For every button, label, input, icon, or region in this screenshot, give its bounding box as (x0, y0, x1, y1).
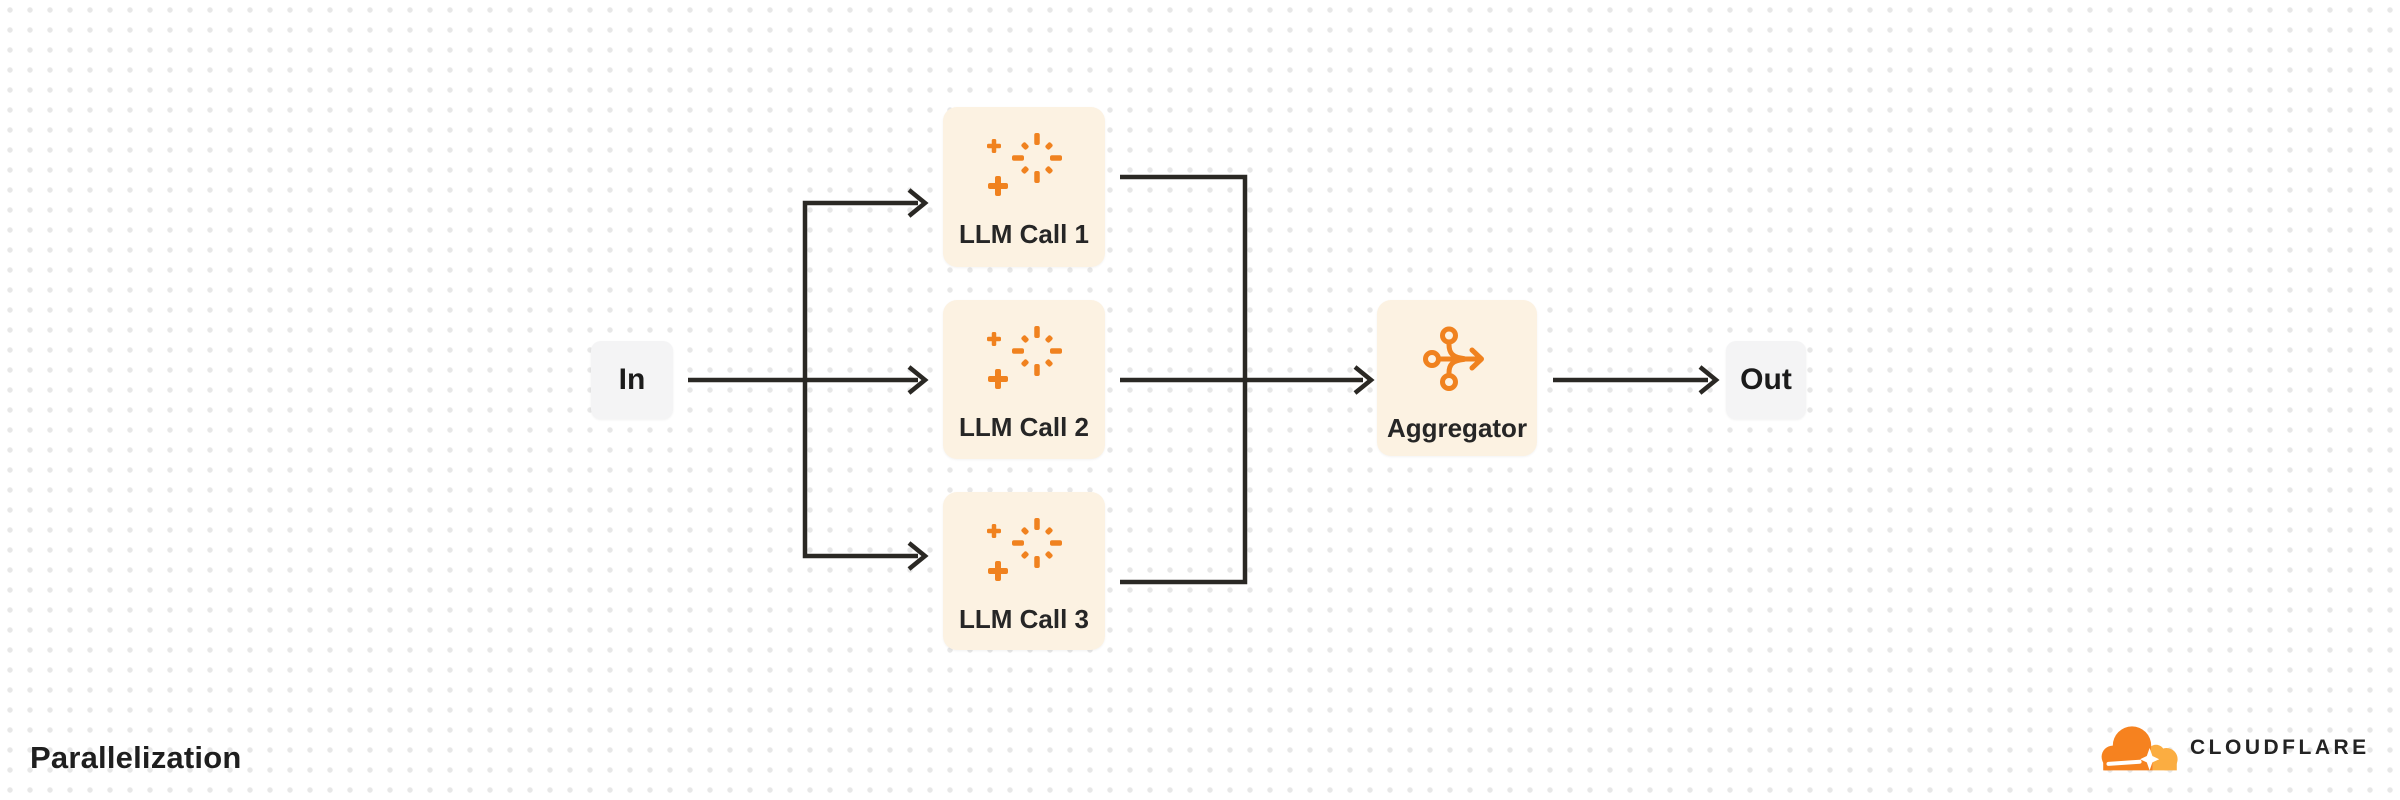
merge-arrow-icon (1423, 326, 1484, 391)
edge-branch-left (802, 200, 918, 559)
node-llm-call-2-label: LLM Call 2 (958, 412, 1089, 442)
arrowhead-out (1698, 365, 1720, 395)
node-in: In (591, 341, 673, 419)
node-llm-call-1-label: LLM Call 1 (958, 219, 1089, 249)
cloudflare-wordmark: CLOUDFLARE (2190, 736, 2370, 759)
node-aggregator-label: Aggregator (1386, 413, 1528, 443)
cloudflare-branding: CLOUDFLARE (2100, 724, 2370, 772)
arrowhead-llm1 (907, 188, 929, 218)
node-out-label: Out (1740, 363, 1792, 396)
sparkle-icon (987, 133, 1062, 196)
node-out: Out (1726, 341, 1806, 419)
sparkle-icon (987, 518, 1062, 581)
node-llm-call-3-label: LLM Call 3 (958, 604, 1089, 634)
cloudflare-cloud-logo (2101, 726, 2178, 771)
page-title: Parallelization (30, 740, 242, 775)
arrowhead-llm3 (907, 541, 929, 571)
node-in-label: In (618, 363, 646, 396)
node-llm-call-3: LLM Call 3 (943, 492, 1105, 650)
edge-merge-right (1120, 174, 1248, 585)
arrowhead-llm2 (907, 365, 929, 395)
node-llm-call-2: LLM Call 2 (943, 300, 1105, 459)
node-aggregator: Aggregator (1377, 300, 1537, 456)
sparkle-icon (987, 326, 1062, 389)
node-llm-call-1: LLM Call 1 (943, 107, 1105, 267)
arrowhead-aggregator (1353, 365, 1375, 395)
